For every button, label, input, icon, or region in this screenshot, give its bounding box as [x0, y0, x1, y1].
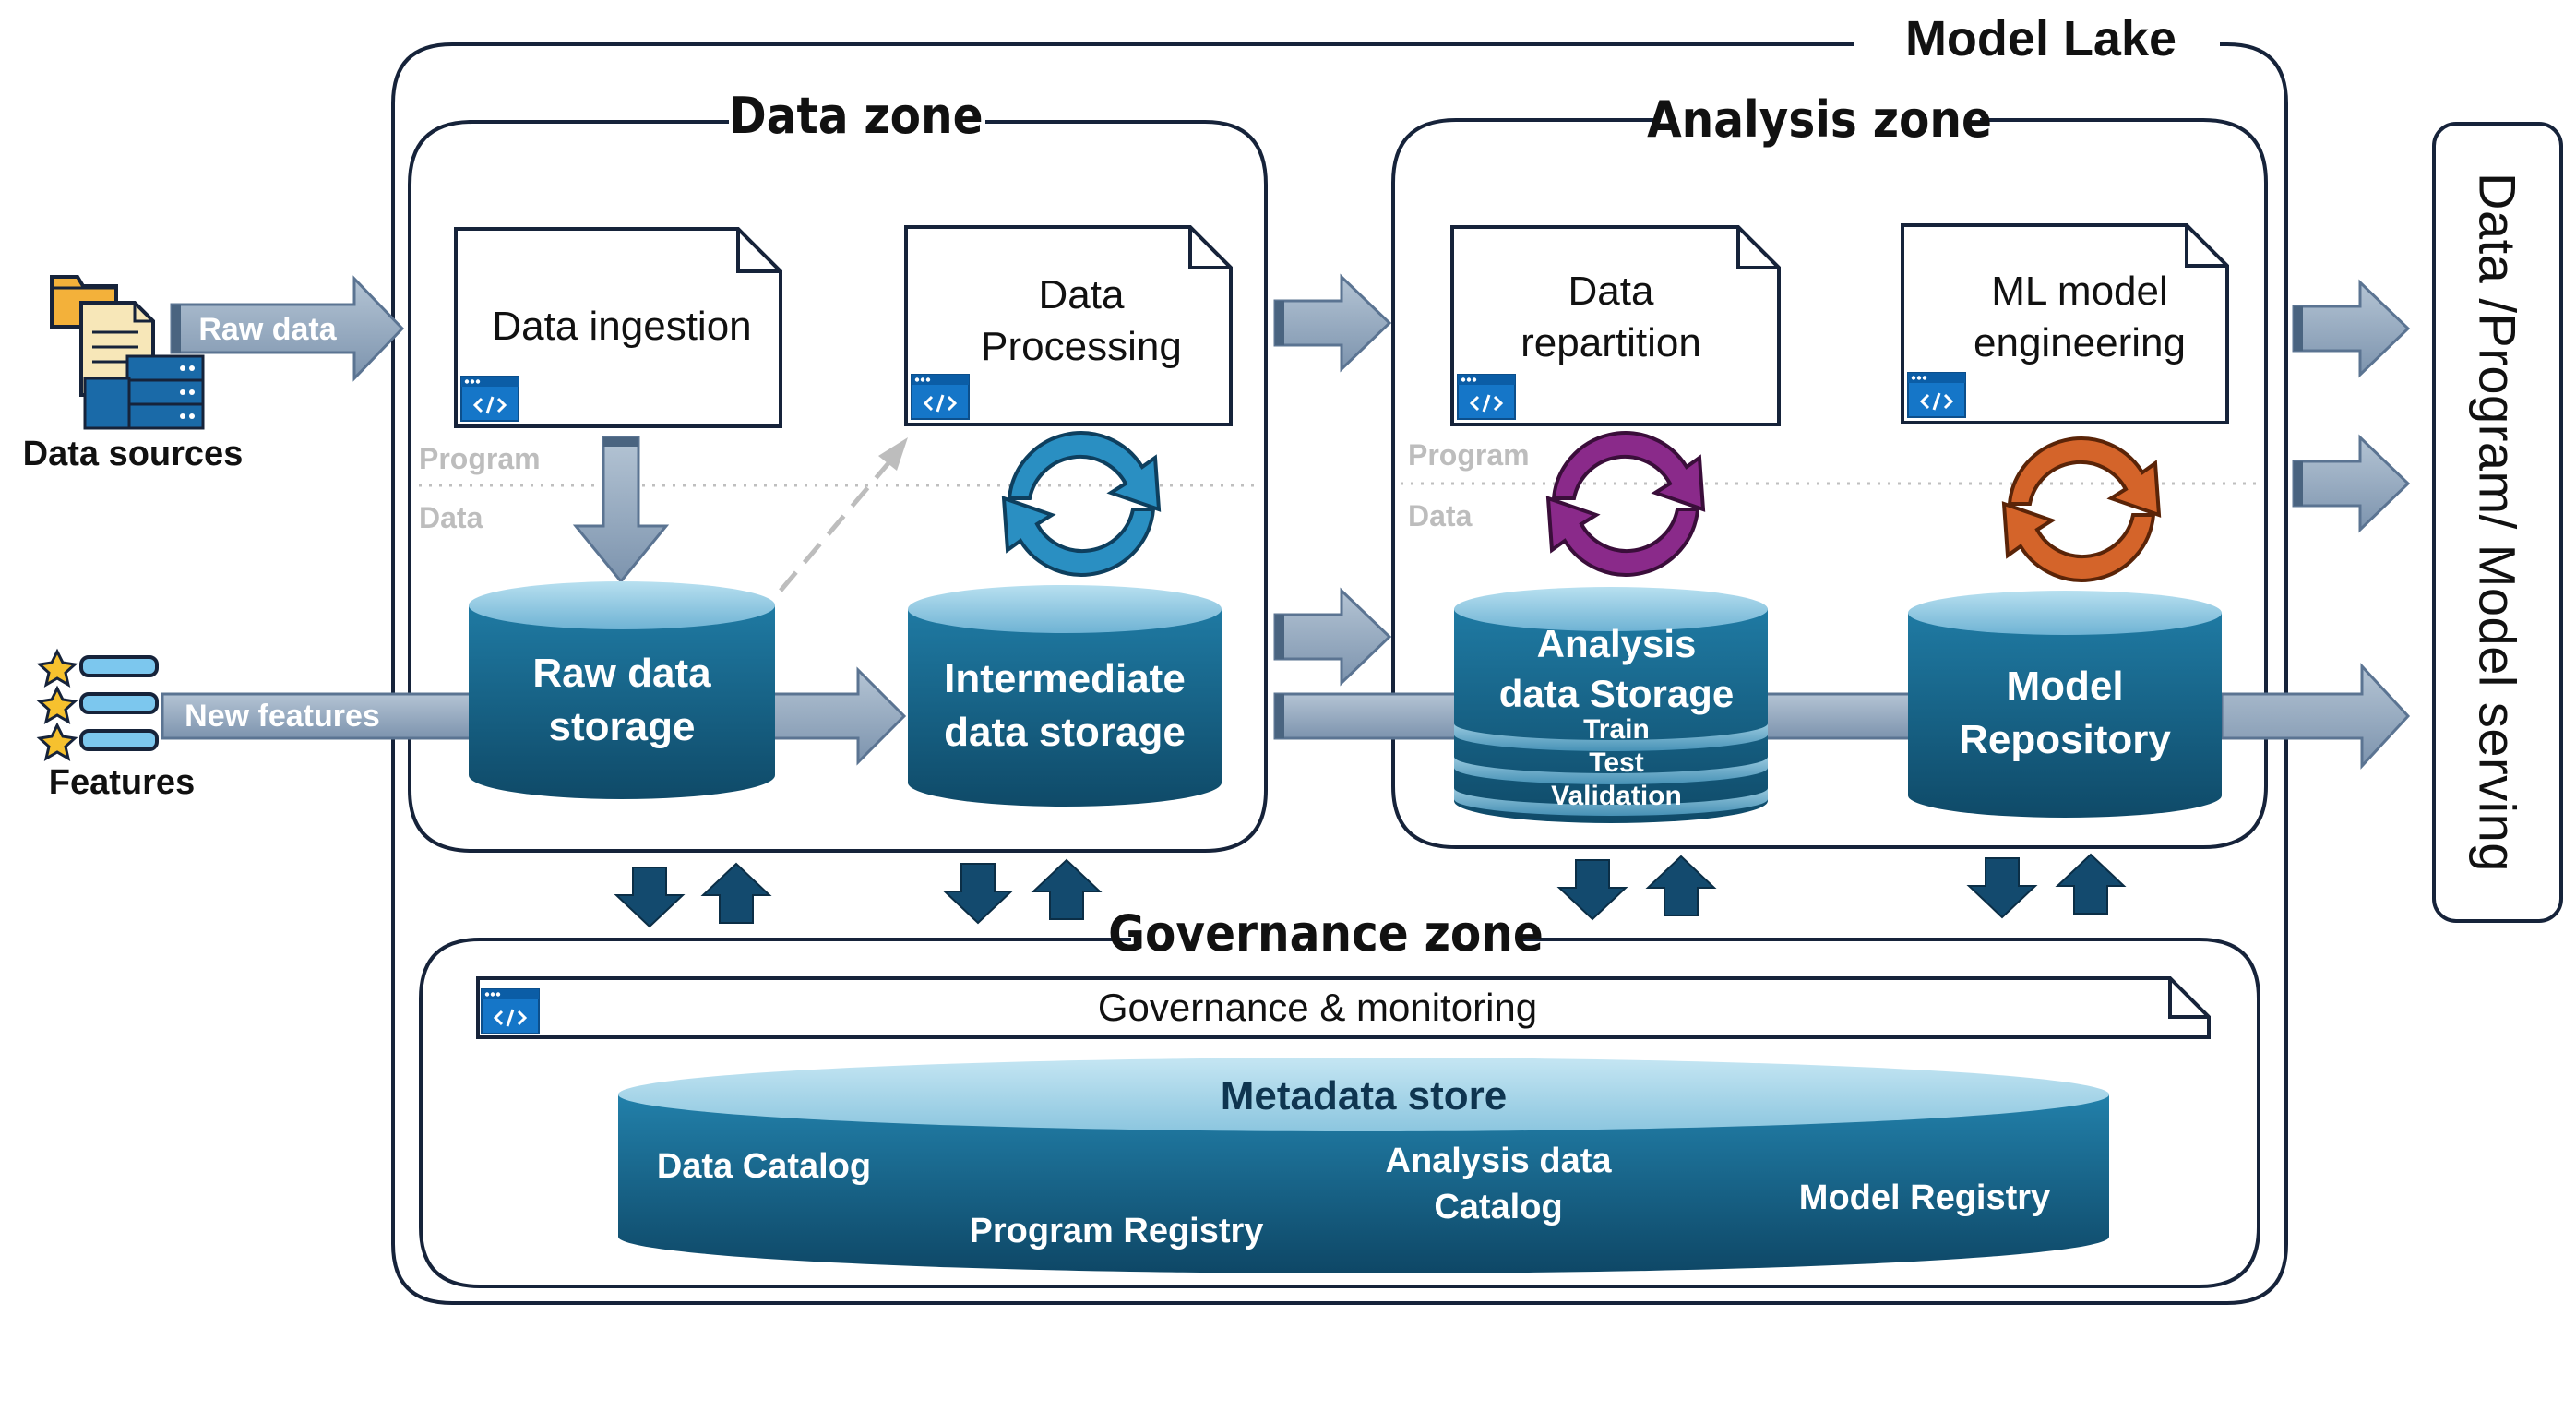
data-repartition-program: [1450, 225, 1781, 426]
data-flow-arrow: [1273, 589, 1391, 685]
code-window-icon: [1456, 373, 1517, 421]
data-repartition-label-1: Data: [1568, 269, 1654, 314]
model-repository-label-2: Repository: [1959, 717, 2171, 762]
raw-data-storage-label-2: storage: [549, 704, 696, 749]
data-ingestion-label: Data ingestion: [492, 304, 751, 349]
intermediate-data-storage-label-1: Intermediate: [944, 656, 1186, 701]
serving-label: Data /Program/ Model serving: [2468, 173, 2527, 872]
program-layer-label-analysis: Program: [1408, 438, 1530, 472]
cycle-arrows-icon-processing: [1001, 431, 1162, 577]
to-governance-arrow-analysis: [1558, 859, 1627, 920]
governance-zone-title: Governance zone: [1108, 904, 1544, 963]
ml-model-engineering-label-2: engineering: [1974, 320, 2186, 365]
model-repository-cylinder: [1908, 591, 2222, 818]
cycle-arrows-icon-engineering: [2001, 436, 2162, 582]
data-rail-arrow: [1273, 663, 2411, 770]
model-registry-label: Model Registry: [1799, 1178, 2050, 1217]
to-governance-arrow-raw: [615, 867, 684, 927]
data-catalog-label: Data Catalog: [657, 1147, 871, 1186]
train-split-label: Train: [1583, 714, 1650, 745]
test-split-label: Test: [1589, 747, 1643, 778]
from-governance-arrow-intermediate: [1032, 859, 1101, 920]
train-split-band: [1454, 723, 1768, 751]
ml-model-engineering-program: [1901, 223, 2229, 424]
analysis-zone-title: Analysis zone: [1647, 90, 1992, 149]
data-ingestion-program: [454, 227, 782, 428]
raw-data-label: Raw data: [198, 312, 337, 347]
analysis-data-catalog-label-1: Analysis data: [1386, 1142, 1613, 1180]
to-governance-arrow-model: [1968, 857, 2036, 918]
serving-panel: Data /Program/ Model serving: [2432, 122, 2563, 923]
governance-monitoring-label: Governance & monitoring: [1098, 986, 1537, 1029]
data-processing-program: [904, 225, 1233, 426]
serving-arrow-1: [2292, 281, 2410, 377]
code-window-icon: [459, 375, 520, 423]
folder-document-database-icon: [50, 275, 205, 430]
intermediate-data-storage-label-2: data storage: [944, 710, 1186, 755]
raw-data-storage-label-1: Raw data: [532, 651, 711, 696]
data-sources-label: Data sources: [23, 435, 244, 473]
data-layer-label-analysis: Data: [1408, 499, 1473, 532]
data-layer-label: Data: [419, 501, 483, 534]
validation-split-band: [1454, 788, 1768, 816]
serving-arrow-2: [2292, 436, 2410, 532]
raw-data-storage-cylinder: [469, 581, 775, 799]
from-governance-arrow-raw: [702, 863, 770, 924]
governance-zone-frame: [419, 938, 2260, 1288]
governance-monitoring-program: [476, 976, 2211, 1039]
intermediate-data-storage-cylinder: [908, 585, 1222, 807]
code-window-icon: [480, 987, 541, 1035]
analysis-zone-frame: [1391, 118, 2268, 849]
model-repository-label-1: Model: [2006, 664, 2123, 709]
data-processing-label-2: Processing: [981, 324, 1182, 369]
analysis-data-storage-cylinder: [1454, 587, 1768, 823]
data-processing-label-1: Data: [1039, 272, 1125, 317]
data-repartition-label-2: repartition: [1521, 320, 1701, 365]
to-governance-arrow-intermediate: [944, 863, 1012, 924]
code-window-icon: [910, 373, 971, 421]
model-lake-title: Model Lake: [1905, 11, 2176, 66]
analysis-data-storage-label-1: Analysis: [1537, 622, 1697, 665]
star-list-icon: [36, 648, 159, 762]
ingestion-to-raw-arrow: [572, 436, 670, 584]
program-flow-arrow: [1273, 275, 1391, 371]
from-governance-arrow-model: [2057, 854, 2125, 915]
analysis-data-storage-label-2: data Storage: [1499, 672, 1734, 715]
raw-to-processing-dashed-arrow: [779, 437, 908, 592]
new-features-label: New features: [185, 699, 380, 734]
raw-to-intermediate-arrow: [769, 666, 907, 766]
analysis-data-catalog-label-2: Catalog: [1434, 1188, 1562, 1226]
metadata-store-cylinder: [618, 1058, 2109, 1273]
program-registry-label: Program Registry: [970, 1212, 1264, 1250]
program-layer-label: Program: [419, 442, 541, 475]
from-governance-arrow-analysis: [1647, 855, 1715, 916]
code-window-icon: [1906, 371, 1967, 419]
model-lake-frame: [391, 42, 2288, 1305]
ml-model-engineering-label-1: ML model: [1991, 269, 2168, 314]
metadata-store-title: Metadata store: [1221, 1073, 1508, 1118]
data-zone-frame: [408, 120, 1268, 853]
validation-split-label: Validation: [1551, 781, 1682, 811]
data-zone-title: Data zone: [729, 87, 983, 145]
cycle-arrows-icon-repartition: [1545, 431, 1706, 577]
features-label: Features: [49, 763, 195, 802]
raw-data-arrow: [170, 275, 405, 382]
test-split-band: [1454, 757, 1768, 784]
